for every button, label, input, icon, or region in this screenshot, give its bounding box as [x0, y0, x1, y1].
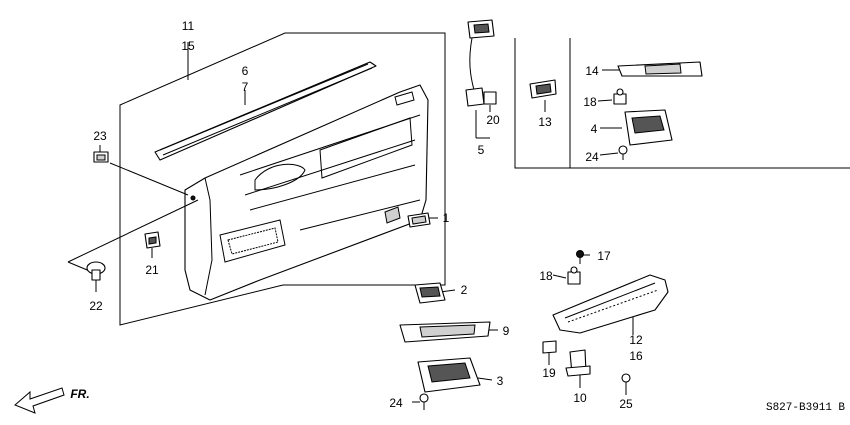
callout-3: 3 — [497, 374, 504, 388]
clip-23 — [93, 151, 109, 163]
part-3-switch-assembly — [417, 357, 481, 393]
door-lining-assembly-outline — [119, 32, 446, 326]
screw-18-lower — [567, 266, 581, 285]
callout-13: 13 — [538, 115, 552, 129]
callout-9: 9 — [503, 324, 510, 338]
callout-4: 4 — [591, 122, 598, 136]
screw-24-upper — [618, 145, 628, 160]
clip-21 — [144, 231, 161, 249]
callout-21: 21 — [145, 263, 159, 277]
callout-15: 15 — [181, 39, 195, 53]
part-1-cover — [407, 212, 431, 228]
callout-19: 19 — [542, 366, 556, 380]
part-9-switch-panel — [399, 321, 491, 343]
callout-24-lower: 24 — [389, 396, 403, 410]
part-20-clip — [483, 91, 497, 105]
callout-18-lower: 18 — [539, 269, 553, 283]
part-13-bracket — [529, 79, 557, 99]
callout-16: 16 — [629, 349, 643, 363]
screw-17 — [576, 250, 584, 264]
screw-18-upper — [613, 88, 627, 105]
diagram-code-suffix: B — [838, 402, 845, 414]
callout-7: 7 — [242, 80, 249, 94]
callout-10: 10 — [573, 391, 587, 405]
screw-24-lower — [419, 393, 429, 410]
callout-25: 25 — [619, 397, 633, 411]
callout-5: 5 — [478, 143, 485, 157]
screw-25 — [621, 373, 631, 390]
callout-14: 14 — [585, 64, 599, 78]
clip-22 — [86, 261, 106, 281]
callout-1: 1 — [443, 211, 450, 225]
front-direction-arrow-icon — [14, 387, 65, 414]
callout-23: 23 — [93, 129, 107, 143]
callout-labels: 11 15 6 7 23 21 22 1 2 9 3 24 20 5 13 14… — [89, 19, 643, 411]
diagram-code: S827-B3911 — [766, 402, 832, 414]
callout-22: 22 — [89, 299, 103, 313]
part-2-switch — [414, 282, 446, 304]
part-4-switch-unit — [624, 109, 673, 146]
molding-strip — [154, 61, 377, 161]
front-direction-label: FR. — [70, 387, 89, 401]
callout-18-upper: 18 — [583, 95, 597, 109]
accessory-region-frame — [514, 38, 850, 169]
callout-17: 17 — [597, 249, 611, 263]
callout-20: 20 — [486, 113, 500, 127]
part-10-bracket — [565, 349, 591, 377]
door-lining-panel — [184, 84, 429, 301]
callout-12: 12 — [629, 333, 643, 347]
callout-11: 11 — [182, 19, 195, 33]
armrest-12-16 — [552, 274, 669, 334]
part-19-clip — [542, 340, 557, 354]
part-14-switch-panel — [617, 61, 703, 77]
callout-6: 6 — [242, 64, 249, 78]
part-5-harness — [465, 19, 495, 107]
callout-2: 2 — [461, 283, 468, 297]
callout-24-upper: 24 — [585, 150, 599, 164]
